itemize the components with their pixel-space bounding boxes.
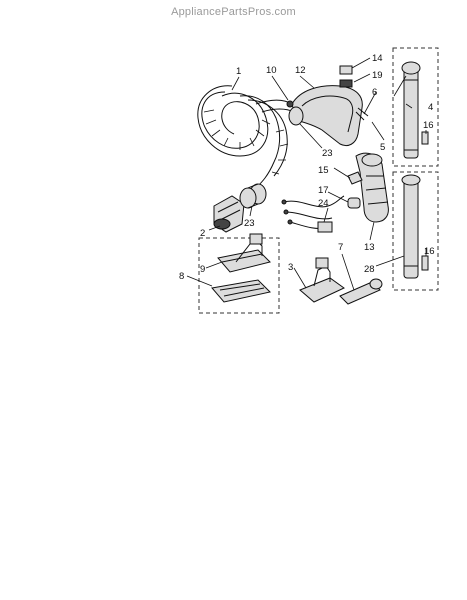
callout-15: 15 <box>318 165 329 176</box>
connector-part <box>347 197 361 209</box>
callout-5: 5 <box>380 142 385 153</box>
wand-upper-group-box <box>392 47 439 167</box>
callout-3: 3 <box>288 262 293 273</box>
hose-collar-part <box>239 183 267 209</box>
callout-19: 19 <box>372 70 383 81</box>
callout-2: 2 <box>200 228 205 239</box>
wand-upper-part <box>401 61 421 159</box>
wand-lower-group-box <box>392 171 439 291</box>
watermark-text: AppliancePartsPros.com <box>171 6 296 18</box>
hose-cuff-part <box>213 195 245 233</box>
wand-release-button-lower-part <box>421 255 429 271</box>
callout-23-upper: 23 <box>322 148 333 159</box>
callout-12: 12 <box>295 65 306 76</box>
wand-lower-part <box>401 174 421 279</box>
callout-13: 13 <box>364 242 375 253</box>
hose-handle-part <box>286 65 369 147</box>
clip-part <box>347 171 363 185</box>
callout-14: 14 <box>372 53 383 64</box>
callout-17: 17 <box>318 185 329 196</box>
switch-part <box>339 79 353 88</box>
leader-lines <box>186 57 427 291</box>
callout-23-lower: 23 <box>244 218 255 229</box>
handle-screw-part <box>286 100 294 108</box>
floor-tool-brush-part <box>211 279 272 303</box>
callout-10: 10 <box>266 65 277 76</box>
wand-release-button-upper-part <box>421 131 429 145</box>
callout-24: 24 <box>318 198 329 209</box>
floor-tool-part <box>217 233 271 273</box>
callout-16-lower: 16 <box>424 246 435 257</box>
switch-cover-part <box>339 65 353 75</box>
hose-part <box>197 85 295 189</box>
wire-harness-part <box>281 195 345 233</box>
callout-9: 9 <box>200 264 205 275</box>
callout-28: 28 <box>364 264 375 275</box>
callout-4: 4 <box>428 102 433 113</box>
floor-tool-group-box <box>198 237 280 314</box>
callout-1: 1 <box>236 66 241 77</box>
callout-16-upper: 16 <box>423 120 434 131</box>
upholstery-tool-part <box>299 257 345 303</box>
callout-7: 7 <box>338 242 343 253</box>
callout-6: 6 <box>372 87 377 98</box>
crevice-tool-part <box>339 278 383 305</box>
handle-swivel-part <box>288 106 304 126</box>
callout-8: 8 <box>179 271 184 282</box>
hose-wand-connector-part <box>355 152 389 223</box>
